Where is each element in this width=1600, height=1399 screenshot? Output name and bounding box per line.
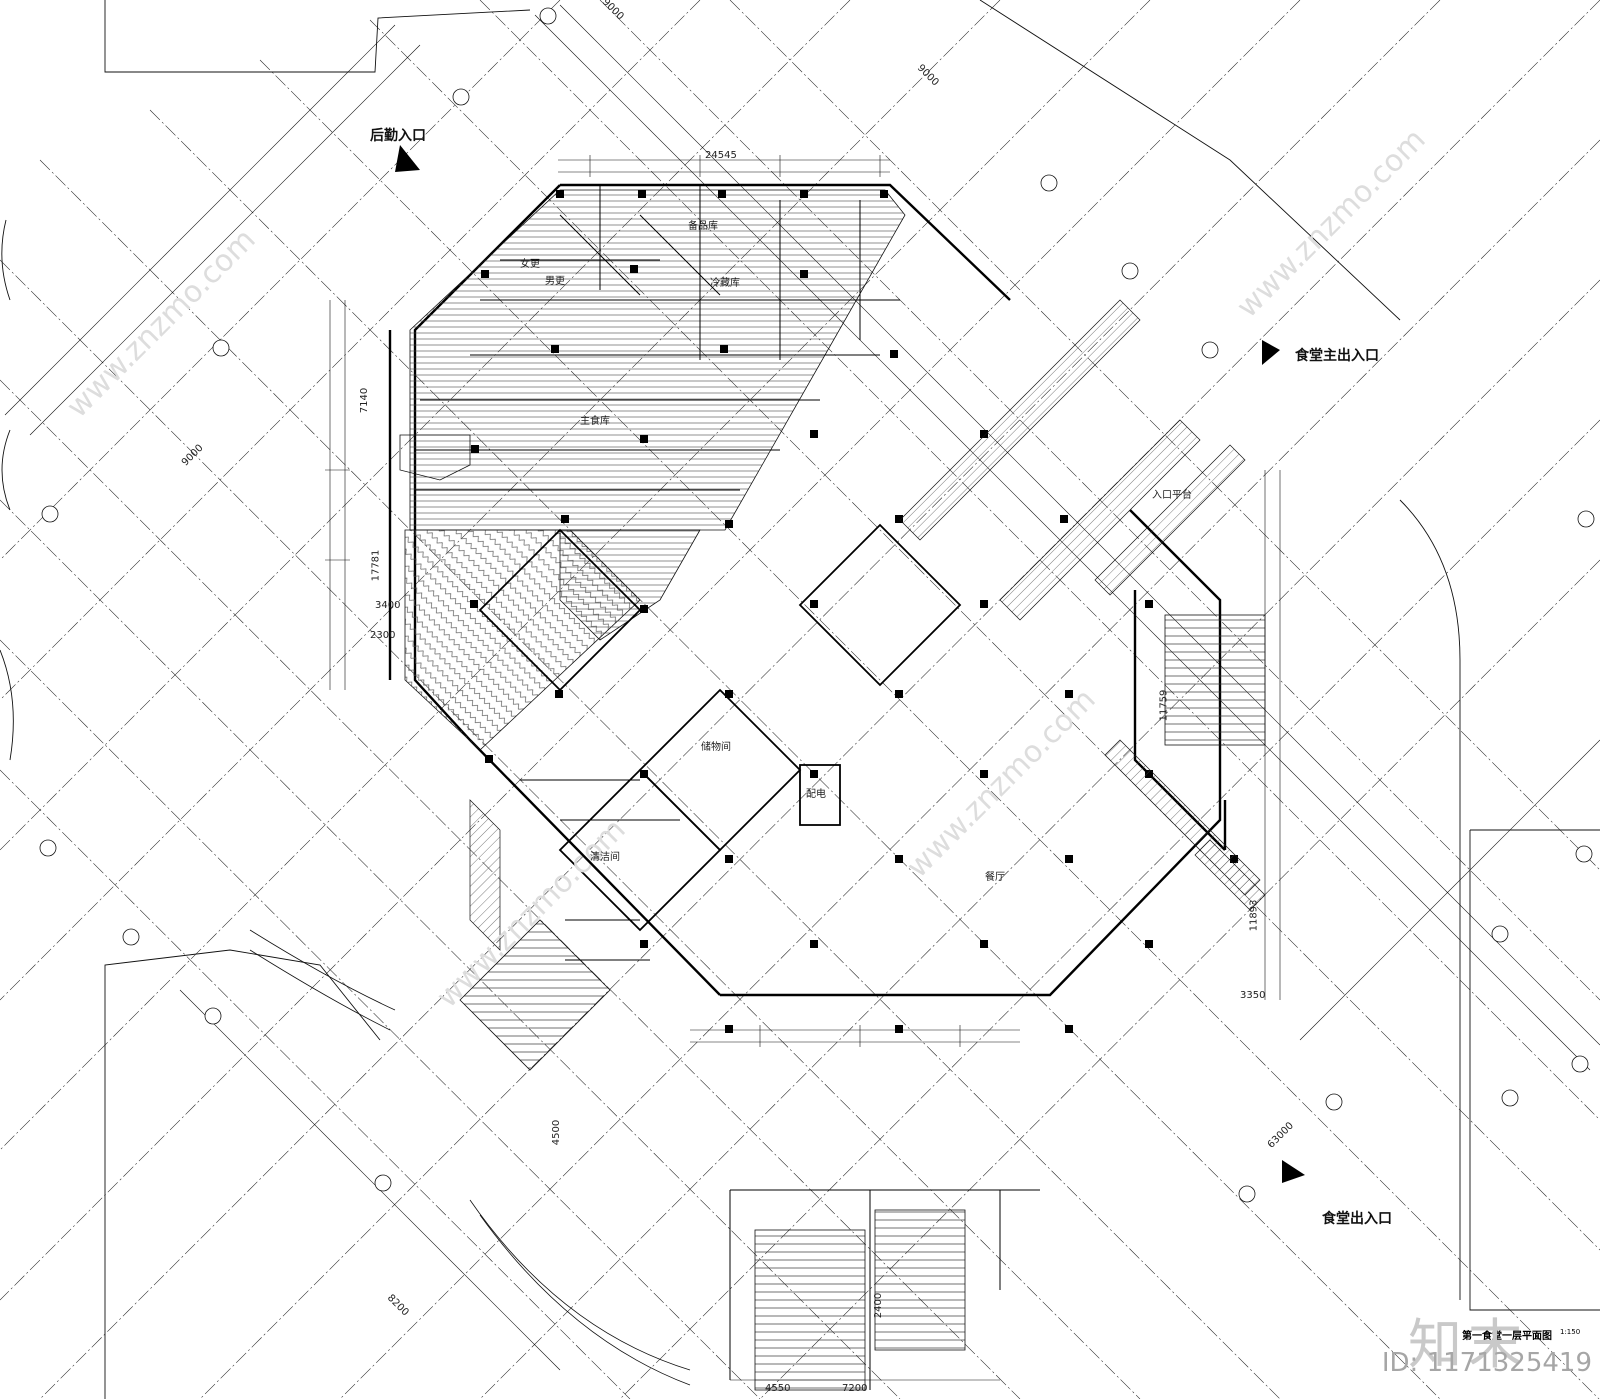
entrance-arrows xyxy=(395,145,1305,1183)
exit-entrance-label: 食堂出入口 xyxy=(1322,1211,1392,1227)
dimension-ticks xyxy=(325,155,961,1047)
brand-watermark: 知末 xyxy=(1408,1313,1528,1376)
dim-left-upper: 7140 xyxy=(359,387,371,414)
dim-bottom-vert: 2400 xyxy=(873,1292,885,1319)
dim-bottom-1: 4550 xyxy=(765,1383,791,1394)
hatched-wall-bands xyxy=(469,299,1266,951)
room-label-storage: 储物间 xyxy=(701,742,731,753)
kitchen-hatch xyxy=(404,189,906,751)
dim-left-lower: 3400 xyxy=(375,600,401,611)
main-entrance-label: 食堂主出入口 xyxy=(1295,348,1379,364)
axis-bubbles xyxy=(39,7,1595,1203)
room-label-staple-store: 主食库 xyxy=(580,416,610,427)
room-label-women-locker: 女更 xyxy=(520,259,540,270)
logistics-entrance-label: 后勤入口 xyxy=(370,128,426,144)
interior-partitions xyxy=(415,185,1040,1390)
dim-left-height: 17781 xyxy=(370,549,382,582)
room-label-dining: 餐厅 xyxy=(985,872,1005,883)
dim-left-lower-2: 2300 xyxy=(370,630,396,641)
dim-right-mid: 3350 xyxy=(1240,990,1266,1001)
asset-id-watermark: ID: 1171325419 xyxy=(1381,1348,1592,1378)
dim-top-total: 24545 xyxy=(705,150,737,161)
sheet-title: 第一食堂一层平面图 xyxy=(1462,1331,1552,1342)
room-label-power: 配电 xyxy=(806,789,826,800)
room-label-entry-platform: 入口平台 xyxy=(1152,490,1192,501)
dim-right-stair: 11759 xyxy=(1158,689,1170,722)
center-core-rooms xyxy=(478,523,962,932)
ramp-curves xyxy=(249,929,691,1386)
room-label-cleaning: 清洁间 xyxy=(590,852,620,863)
dim-bottom-2: 7200 xyxy=(842,1383,868,1394)
dim-right-lower: 11893 xyxy=(1248,899,1260,932)
room-label-cold-storage: 冷藏库 xyxy=(710,278,740,289)
dim-bottom-left-2: 4500 xyxy=(551,1119,563,1146)
staircases xyxy=(399,434,1266,1391)
room-label-men-locker: 男更 xyxy=(545,276,565,287)
room-label-spare-store: 备品库 xyxy=(688,221,718,232)
sheet-scale: 1:150 xyxy=(1560,1328,1581,1336)
